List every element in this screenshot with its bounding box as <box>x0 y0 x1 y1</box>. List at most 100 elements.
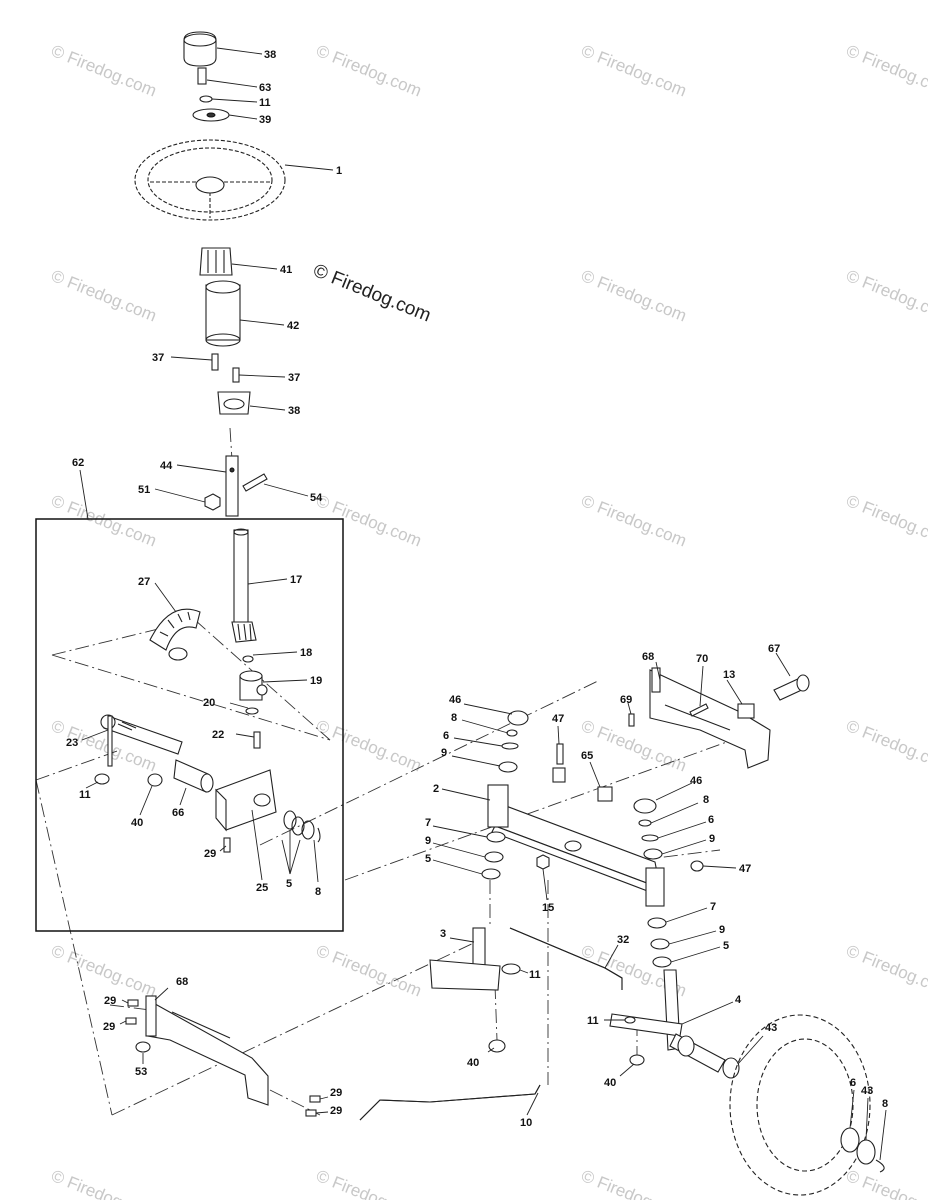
callout-9: 9 <box>425 835 431 847</box>
watermark: © Firedog.com <box>579 491 690 550</box>
steering-cap <box>183 31 217 67</box>
watermark: © Firedog.com <box>844 41 928 100</box>
bracket-slot <box>664 704 731 731</box>
nut-51 <box>204 493 221 511</box>
nut-15 <box>536 854 550 870</box>
washer-9 <box>484 851 504 863</box>
callout-8: 8 <box>315 886 321 898</box>
phantom-line <box>269 1089 321 1116</box>
bolt-70 <box>689 703 709 717</box>
callout-8: 8 <box>451 712 457 724</box>
callout-47: 47 <box>739 863 751 875</box>
callout-6: 6 <box>850 1077 856 1089</box>
bolt-29 <box>305 1109 317 1117</box>
callout-15: 15 <box>542 902 554 914</box>
bracket-slot <box>171 1011 231 1039</box>
callout-4: 4 <box>735 994 742 1006</box>
callout-10: 10 <box>520 1117 532 1129</box>
bolt-67-head <box>796 674 810 692</box>
retaining-clip-8 <box>317 827 321 843</box>
washer-11 <box>501 963 521 975</box>
adapter-splines <box>207 250 225 273</box>
callout-32: 32 <box>617 934 629 946</box>
bracket-flange <box>145 995 157 1037</box>
callout-5: 5 <box>723 940 729 952</box>
callout-3: 3 <box>440 928 446 940</box>
callout-13: 13 <box>723 669 735 681</box>
nut-40 <box>147 773 163 787</box>
callout-69: 69 <box>620 694 632 706</box>
watermark: © Firedog.com <box>579 41 690 100</box>
watermark: © Firedog.com <box>844 266 928 325</box>
callout-11: 11 <box>79 789 91 801</box>
callout-6: 6 <box>708 814 714 826</box>
callout-40: 40 <box>467 1057 479 1069</box>
watermark: © Firedog.com <box>314 941 425 1000</box>
callout-29: 29 <box>104 995 116 1007</box>
callout-67: 67 <box>768 643 780 655</box>
plate-hole <box>206 112 216 118</box>
watermark: © Firedog.com <box>49 491 160 550</box>
bracket-hole <box>253 793 271 807</box>
tire-rim <box>756 1038 854 1172</box>
pinion-teeth <box>237 623 252 641</box>
callout-51: 51 <box>138 484 150 496</box>
watermark: © Firedog.com <box>49 266 160 325</box>
washer-6 <box>641 834 659 842</box>
bolt-29 <box>127 999 139 1007</box>
steering-column-parts <box>134 31 286 517</box>
shaft-thread <box>117 721 137 731</box>
phantom-line <box>494 984 498 1041</box>
watermark: © Firedog.com <box>844 491 928 550</box>
callout-9: 9 <box>709 833 715 845</box>
callout-11: 11 <box>259 97 271 109</box>
callout-labels: 38 63 11 39 1 41 42 37 37 38 62 44 51 54… <box>66 49 888 1129</box>
washer-7 <box>647 917 667 929</box>
axle-pivot-left <box>487 784 509 828</box>
bolt-37 <box>211 353 219 371</box>
watermark: © Firedog.com <box>844 941 928 1000</box>
watermark: © Firedog.com <box>314 41 425 100</box>
sleeve-top <box>205 280 241 294</box>
callout-66: 66 <box>172 807 184 819</box>
callout-54: 54 <box>310 492 323 504</box>
callout-19: 19 <box>310 675 322 687</box>
callout-9: 9 <box>441 747 447 759</box>
callout-38: 38 <box>288 405 300 417</box>
bolt-63 <box>197 67 207 85</box>
callout-9: 9 <box>719 924 725 936</box>
phantom-line <box>111 939 481 1116</box>
steering-gear-parts <box>94 528 321 853</box>
drag-link-10 <box>359 1084 541 1121</box>
callout-47: 47 <box>552 713 564 725</box>
callout-29: 29 <box>330 1105 342 1117</box>
sleeve-bottom <box>205 333 241 347</box>
washer-6 <box>840 1127 860 1153</box>
callout-2: 2 <box>433 783 439 795</box>
steering-wheel-hub <box>195 176 225 194</box>
callout-29: 29 <box>103 1021 115 1033</box>
callout-43: 43 <box>765 1022 777 1034</box>
pin-8 <box>638 819 652 827</box>
phantom-line <box>259 679 601 846</box>
callout-40: 40 <box>131 817 143 829</box>
pin-8 <box>506 729 518 737</box>
callout-11: 11 <box>529 969 541 981</box>
watermark: © Firedog.com <box>314 1166 425 1200</box>
pin-69 <box>628 713 635 727</box>
callout-41: 41 <box>280 264 292 276</box>
steering-wheel-rim <box>134 139 286 221</box>
grease-fitting-stem <box>556 743 564 765</box>
washer-43 <box>722 1057 740 1079</box>
tire <box>729 1014 871 1196</box>
cap-46 <box>507 710 529 726</box>
watermark: © Firedog.com <box>314 491 425 550</box>
callout-53: 53 <box>135 1066 147 1078</box>
spindle-hub <box>677 1035 695 1057</box>
callout-5: 5 <box>425 853 431 865</box>
bolt-29 <box>125 1017 137 1025</box>
callout-8: 8 <box>703 794 709 806</box>
callout-62: 62 <box>72 457 84 469</box>
spindle-arm-3 <box>429 959 501 991</box>
sector-gear-hub <box>168 647 188 661</box>
